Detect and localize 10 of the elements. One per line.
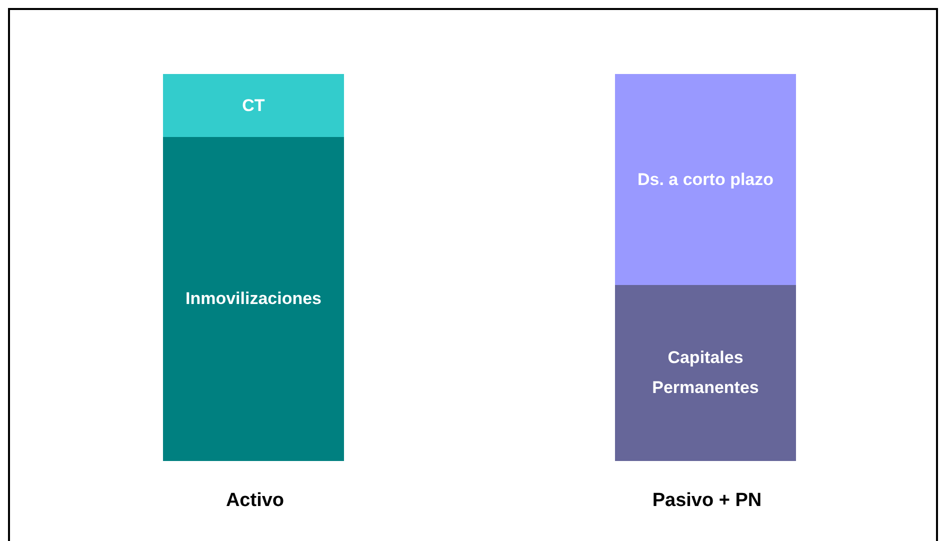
bar-segment xyxy=(163,137,344,461)
segment-label: Ds. a corto plazo xyxy=(637,168,774,191)
segment-label: CT xyxy=(242,94,265,117)
segment-label: Inmovilizaciones xyxy=(185,288,322,310)
bar-segment xyxy=(163,74,344,137)
segment-label: Capitales Permanentes xyxy=(651,347,760,399)
bar-segment xyxy=(615,74,796,285)
bar-segment xyxy=(615,285,796,461)
axis-category-label: Pasivo + PN xyxy=(652,490,762,512)
axis-category-label: Activo xyxy=(226,490,284,512)
